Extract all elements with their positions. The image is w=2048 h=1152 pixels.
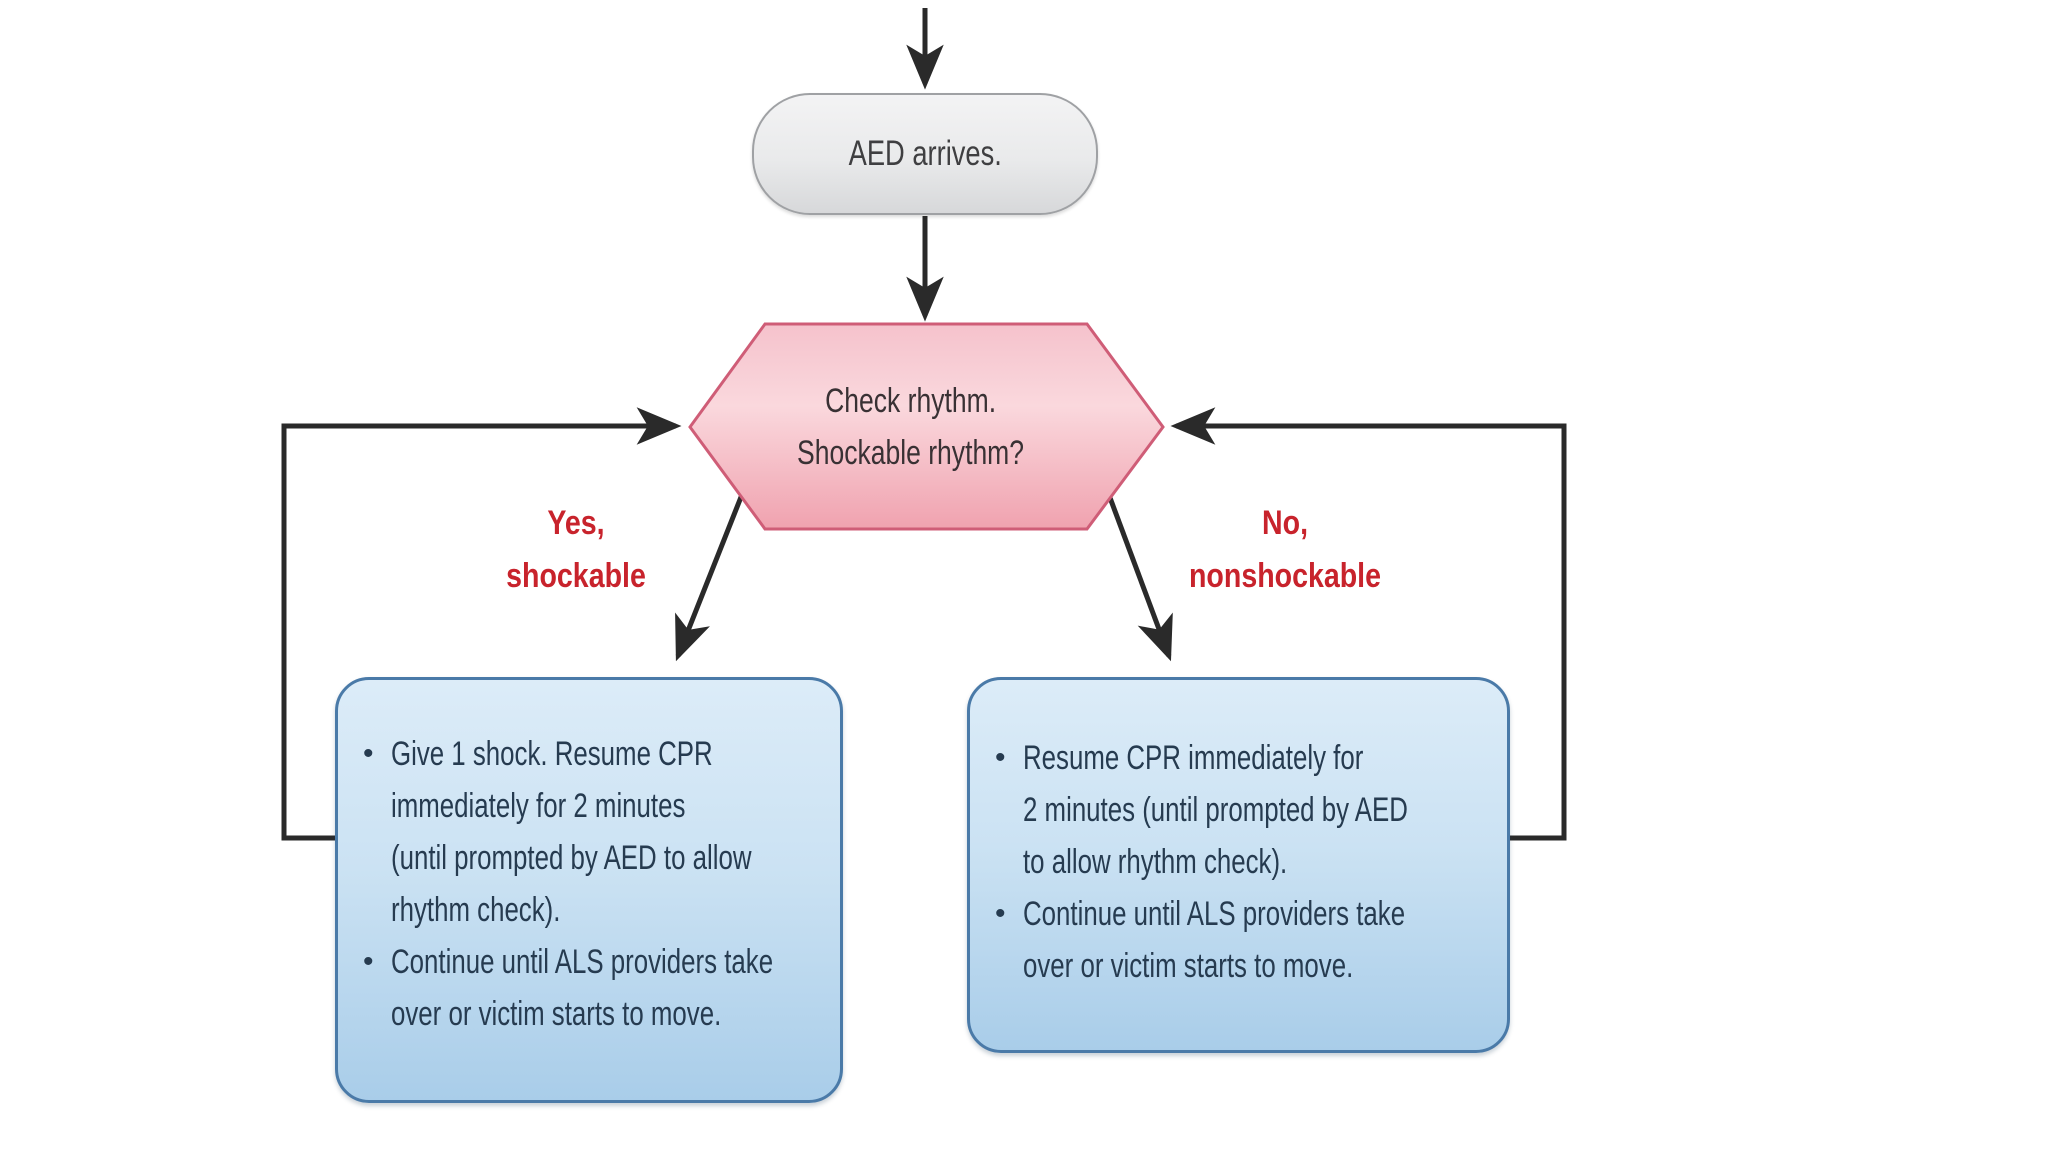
text-line: immediately for 2 minutes (391, 787, 686, 825)
list-item: • Give 1 shock. Resume CPR immediately f… (363, 728, 822, 936)
bullet-icon: • (995, 741, 1006, 774)
text-line: to allow rhythm check). (1023, 843, 1288, 881)
text-line: (until prompted by AED to allow (391, 839, 752, 877)
start-node-aed-arrives: AED arrives. (752, 93, 1098, 215)
branch-yes-line-1: Yes, (547, 504, 605, 542)
hexagon-polygon (688, 322, 1165, 531)
text-line: over or victim starts to move. (1023, 947, 1354, 985)
text-line: Resume CPR immediately for (1023, 739, 1364, 777)
text-line: Continue until ALS providers take (391, 943, 774, 981)
text-line: 2 minutes (until prompted by AED (1023, 791, 1408, 829)
bullet-icon: • (363, 945, 374, 978)
arrow-yes-branch (675, 491, 746, 662)
arrow-no-branch (1106, 494, 1173, 662)
bullet-icon: • (995, 897, 1006, 930)
list-item: • Continue until ALS providers take over… (995, 888, 1489, 992)
action-box-shockable: • Give 1 shock. Resume CPR immediately f… (335, 677, 843, 1103)
branch-no-line-1: No, (1261, 504, 1309, 542)
branch-label-yes-shockable: Yes, shockable (445, 497, 707, 603)
loop-right-arrow (1170, 407, 1567, 841)
hexagon-shape (688, 322, 1165, 531)
list-item: • Resume CPR immediately for 2 minutes (… (995, 732, 1489, 888)
text-line: Give 1 shock. Resume CPR (391, 735, 713, 773)
text-line: rhythm check). (391, 891, 561, 929)
list-item: • Continue until ALS providers take over… (363, 936, 822, 1040)
text-line: over or victim starts to move. (391, 995, 722, 1033)
action-box-nonshockable: • Resume CPR immediately for 2 minutes (… (967, 677, 1510, 1053)
decision-line-1: Check rhythm. (825, 381, 996, 420)
branch-label-no-nonshockable: No, nonshockable (1154, 497, 1416, 603)
decision-text: Check rhythm. Shockable rhythm? (672, 321, 1149, 532)
decision-node-check-rhythm: Check rhythm. Shockable rhythm? (688, 321, 1165, 532)
bullet-icon: • (363, 737, 374, 770)
start-node-label: AED arrives. (848, 134, 1002, 173)
branch-no-line-2: nonshockable (1188, 557, 1382, 595)
branch-yes-line-2: shockable (506, 557, 646, 595)
decision-line-2: Shockable rhythm? (796, 433, 1025, 472)
text-line: Continue until ALS providers take (1023, 895, 1406, 933)
loop-left-arrow (281, 407, 682, 841)
